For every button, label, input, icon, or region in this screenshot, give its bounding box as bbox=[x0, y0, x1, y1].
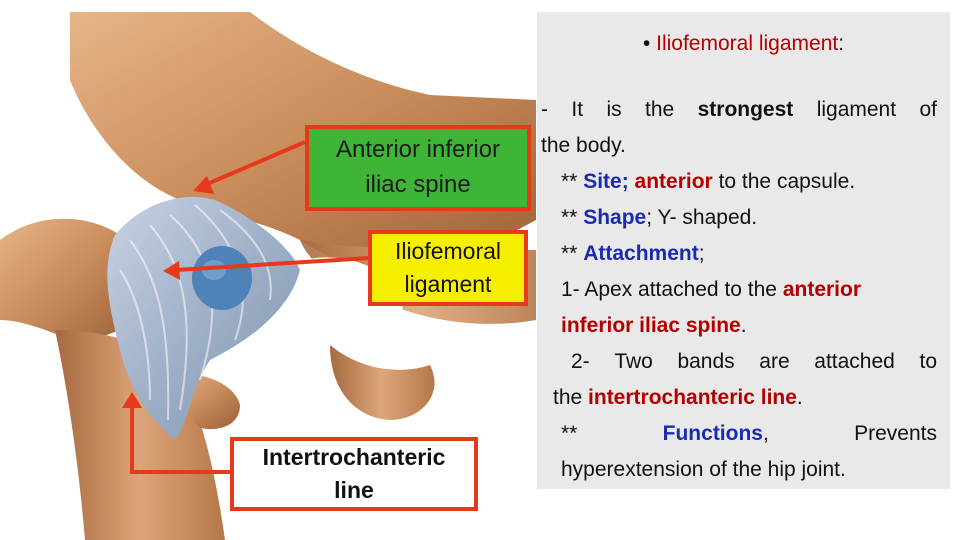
label-aiis-line2: iliac spine bbox=[365, 171, 471, 198]
word: of bbox=[919, 98, 937, 121]
panel-title: • Iliofemoral ligament: bbox=[537, 32, 950, 56]
label-iliofemoral-ligament: Iliofemoral ligament bbox=[368, 230, 528, 306]
text-line-intertrochanteric: the intertrochanteric line. bbox=[541, 380, 937, 416]
label-aiis-line1: Anterior inferior bbox=[335, 136, 501, 164]
text-line-iliac-spine: inferior iliac spine. bbox=[541, 308, 937, 344]
text-rest: ; bbox=[698, 242, 705, 265]
text-line-bands: 2- Two bands are attached to bbox=[541, 344, 937, 380]
text-line-attachment: ** Attachment; bbox=[541, 236, 937, 272]
text-line-hyperextension: hyperextension of the hip joint. bbox=[561, 458, 846, 481]
ilium-bone bbox=[70, 12, 536, 280]
comma: , bbox=[762, 422, 769, 445]
text-line-site: ** Site; anterior to the capsule. bbox=[541, 164, 937, 200]
text-prefix: the bbox=[553, 386, 589, 409]
bullet-stars: ** bbox=[561, 422, 578, 445]
word: ligament bbox=[816, 98, 897, 121]
ischium bbox=[330, 345, 435, 420]
keyword-intertrochanteric-line: intertrochanteric line bbox=[588, 386, 797, 409]
label-inter-line1: Intertrochanteric bbox=[262, 443, 446, 470]
text-rest: ; Y- shaped. bbox=[646, 206, 758, 229]
text-line-1: - It is the strongest ligament of bbox=[541, 92, 937, 128]
text-line-functions: ** Functions, Prevents bbox=[541, 416, 937, 452]
panel-body: - It is the strongest ligament of the bo… bbox=[541, 92, 937, 488]
keyword-functions: Functions bbox=[662, 422, 763, 445]
bullet-stars: ** bbox=[561, 206, 584, 229]
label-intertrochanteric-line: Intertrochanteric line bbox=[230, 437, 478, 511]
keyword-attachment: Attachment bbox=[583, 242, 699, 265]
description-panel: • Iliofemoral ligament: - It is the stro… bbox=[537, 12, 950, 489]
label-anterior-inferior-iliac-spine: Anterior inferior iliac spine bbox=[305, 125, 531, 211]
word: bands bbox=[677, 350, 735, 373]
text-line-2: the body. bbox=[541, 134, 626, 157]
word: It bbox=[571, 98, 584, 121]
text-prefix: 1- Apex attached to the bbox=[561, 278, 783, 301]
iliofemoral-ligament-shape bbox=[107, 196, 300, 440]
label-ligament-line2: ligament bbox=[404, 271, 492, 297]
keyword-shape: Shape bbox=[583, 206, 647, 229]
word: Prevents bbox=[854, 422, 937, 445]
word: attached bbox=[814, 350, 895, 373]
word-strongest: strongest bbox=[697, 98, 794, 121]
word: the bbox=[645, 98, 675, 121]
text-line-apex: 1- Apex attached to the anterior bbox=[541, 272, 937, 308]
word: to bbox=[919, 350, 937, 373]
pointer-arrows bbox=[122, 140, 371, 474]
keyword-site: Site; bbox=[583, 170, 629, 193]
femoral-head bbox=[192, 246, 252, 310]
keyword-inferior-iliac-spine: inferior iliac spine bbox=[561, 314, 741, 337]
title-bullet: • bbox=[642, 32, 651, 55]
bullet-stars: ** bbox=[561, 170, 584, 193]
word: Two bbox=[614, 350, 653, 373]
period: . bbox=[796, 386, 803, 409]
label-ligament-line1: Iliofemoral bbox=[394, 237, 502, 264]
text-line-shape: ** Shape; Y- shaped. bbox=[541, 200, 937, 236]
text-rest: to the capsule. bbox=[712, 170, 856, 193]
keyword-anterior: anterior bbox=[634, 170, 713, 193]
word: - bbox=[541, 98, 548, 121]
greater-trochanter bbox=[0, 218, 135, 345]
word: is bbox=[606, 98, 622, 121]
keyword-anterior: anterior bbox=[782, 278, 862, 301]
bullet-stars: ** bbox=[561, 242, 584, 265]
label-inter-line2: line bbox=[334, 477, 374, 503]
word: 2- bbox=[571, 350, 590, 373]
title-colon: : bbox=[838, 32, 845, 55]
word: are bbox=[759, 350, 790, 373]
period: . bbox=[740, 314, 747, 337]
title-text: Iliofemoral ligament bbox=[656, 32, 839, 55]
